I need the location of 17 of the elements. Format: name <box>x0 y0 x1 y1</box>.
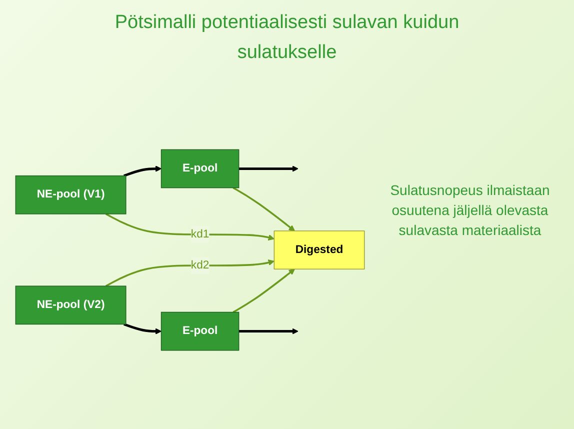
arrow <box>124 166 162 177</box>
edge-label: kd2 <box>190 259 210 272</box>
arrow <box>105 260 274 287</box>
note-text: Sulatusnopeus ilmaistaan osuutena jäljellä olevasta sulavasta materiaalista <box>389 181 551 240</box>
arrow <box>238 328 298 334</box>
node-box: NE-pool (V1) <box>15 175 126 214</box>
arrow <box>105 213 274 240</box>
node-box: Digested <box>274 230 365 270</box>
node-box: E-pool <box>160 312 240 351</box>
arrow <box>232 268 295 313</box>
arrow <box>232 187 295 232</box>
arrow <box>124 323 162 334</box>
edge-label: kd1 <box>190 228 210 240</box>
title: Pötsimalli potentiaalisesti sulavan kuidun sulatukselle <box>114 11 460 65</box>
node-box: E-pool <box>160 149 240 188</box>
node-box: NE-pool (V2) <box>15 286 126 325</box>
arrow <box>238 166 298 172</box>
